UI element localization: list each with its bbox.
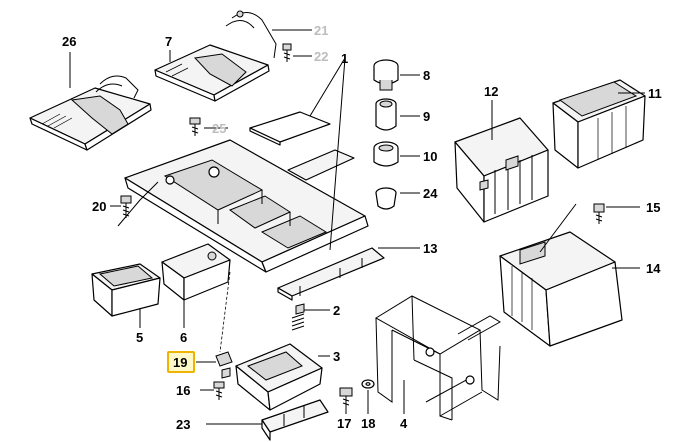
part-10-socket-ring bbox=[373, 141, 399, 167]
callout-15: 15 bbox=[646, 200, 660, 215]
washer-18 bbox=[361, 379, 375, 389]
callout-23: 23 bbox=[176, 417, 190, 432]
callout-17: 17 bbox=[337, 416, 351, 431]
callout-12: 12 bbox=[484, 84, 498, 99]
part-26-shifter-trim bbox=[29, 75, 152, 151]
part-12-switch-module bbox=[454, 117, 549, 223]
callout-24: 24 bbox=[423, 186, 438, 201]
callout-labels: 26 7 21 22 1 8 9 10 24 12 11 25 20 15 13… bbox=[62, 23, 662, 432]
screw-25 bbox=[189, 117, 201, 136]
spring-2 bbox=[291, 303, 305, 331]
part-1-console-body bbox=[124, 139, 369, 273]
callout-1: 1 bbox=[341, 51, 348, 66]
callout-16: 16 bbox=[176, 383, 190, 398]
callout-3: 3 bbox=[333, 349, 340, 364]
part-9-lighter-socket bbox=[375, 98, 397, 131]
part-19-clip bbox=[215, 351, 233, 379]
plate-a bbox=[249, 111, 331, 146]
part-5-tray bbox=[91, 263, 161, 317]
part-6-box bbox=[161, 243, 231, 301]
plate-b bbox=[287, 149, 355, 181]
part-4-frame bbox=[375, 295, 501, 421]
screw-17 bbox=[339, 387, 353, 410]
callout-19: 19 bbox=[173, 355, 187, 370]
callout-10: 10 bbox=[423, 149, 437, 164]
screw-20 bbox=[120, 195, 132, 218]
callout-2: 2 bbox=[333, 303, 340, 318]
callout-9: 9 bbox=[423, 109, 430, 124]
part-11-box bbox=[552, 79, 646, 169]
callout-21: 21 bbox=[314, 23, 328, 38]
part-3-storage-unit bbox=[235, 343, 323, 411]
screw-15 bbox=[593, 203, 605, 224]
callout-6: 6 bbox=[180, 330, 187, 345]
callout-22: 22 bbox=[314, 49, 328, 64]
part-23-strip bbox=[261, 399, 329, 441]
callout-20: 20 bbox=[92, 199, 106, 214]
screw-16 bbox=[213, 381, 225, 400]
callout-11: 11 bbox=[648, 86, 662, 101]
callout-14: 14 bbox=[646, 261, 661, 276]
part-8-lighter bbox=[373, 59, 399, 91]
callout-18: 18 bbox=[361, 416, 375, 431]
callout-5: 5 bbox=[136, 330, 143, 345]
callout-4: 4 bbox=[400, 416, 408, 431]
part-14-housing bbox=[499, 231, 623, 347]
callout-7: 7 bbox=[165, 34, 172, 49]
highlight-box-19 bbox=[167, 351, 195, 373]
part-24-retaining-ring bbox=[375, 187, 397, 210]
leader-lines bbox=[69, 29, 645, 425]
screw-22 bbox=[282, 43, 292, 62]
callout-13: 13 bbox=[423, 241, 437, 256]
part-13-bracket bbox=[277, 247, 385, 301]
part-7-trim-frame bbox=[154, 10, 277, 102]
callout-8: 8 bbox=[423, 68, 430, 83]
callout-26: 26 bbox=[62, 34, 76, 49]
callout-25: 25 bbox=[212, 121, 226, 136]
